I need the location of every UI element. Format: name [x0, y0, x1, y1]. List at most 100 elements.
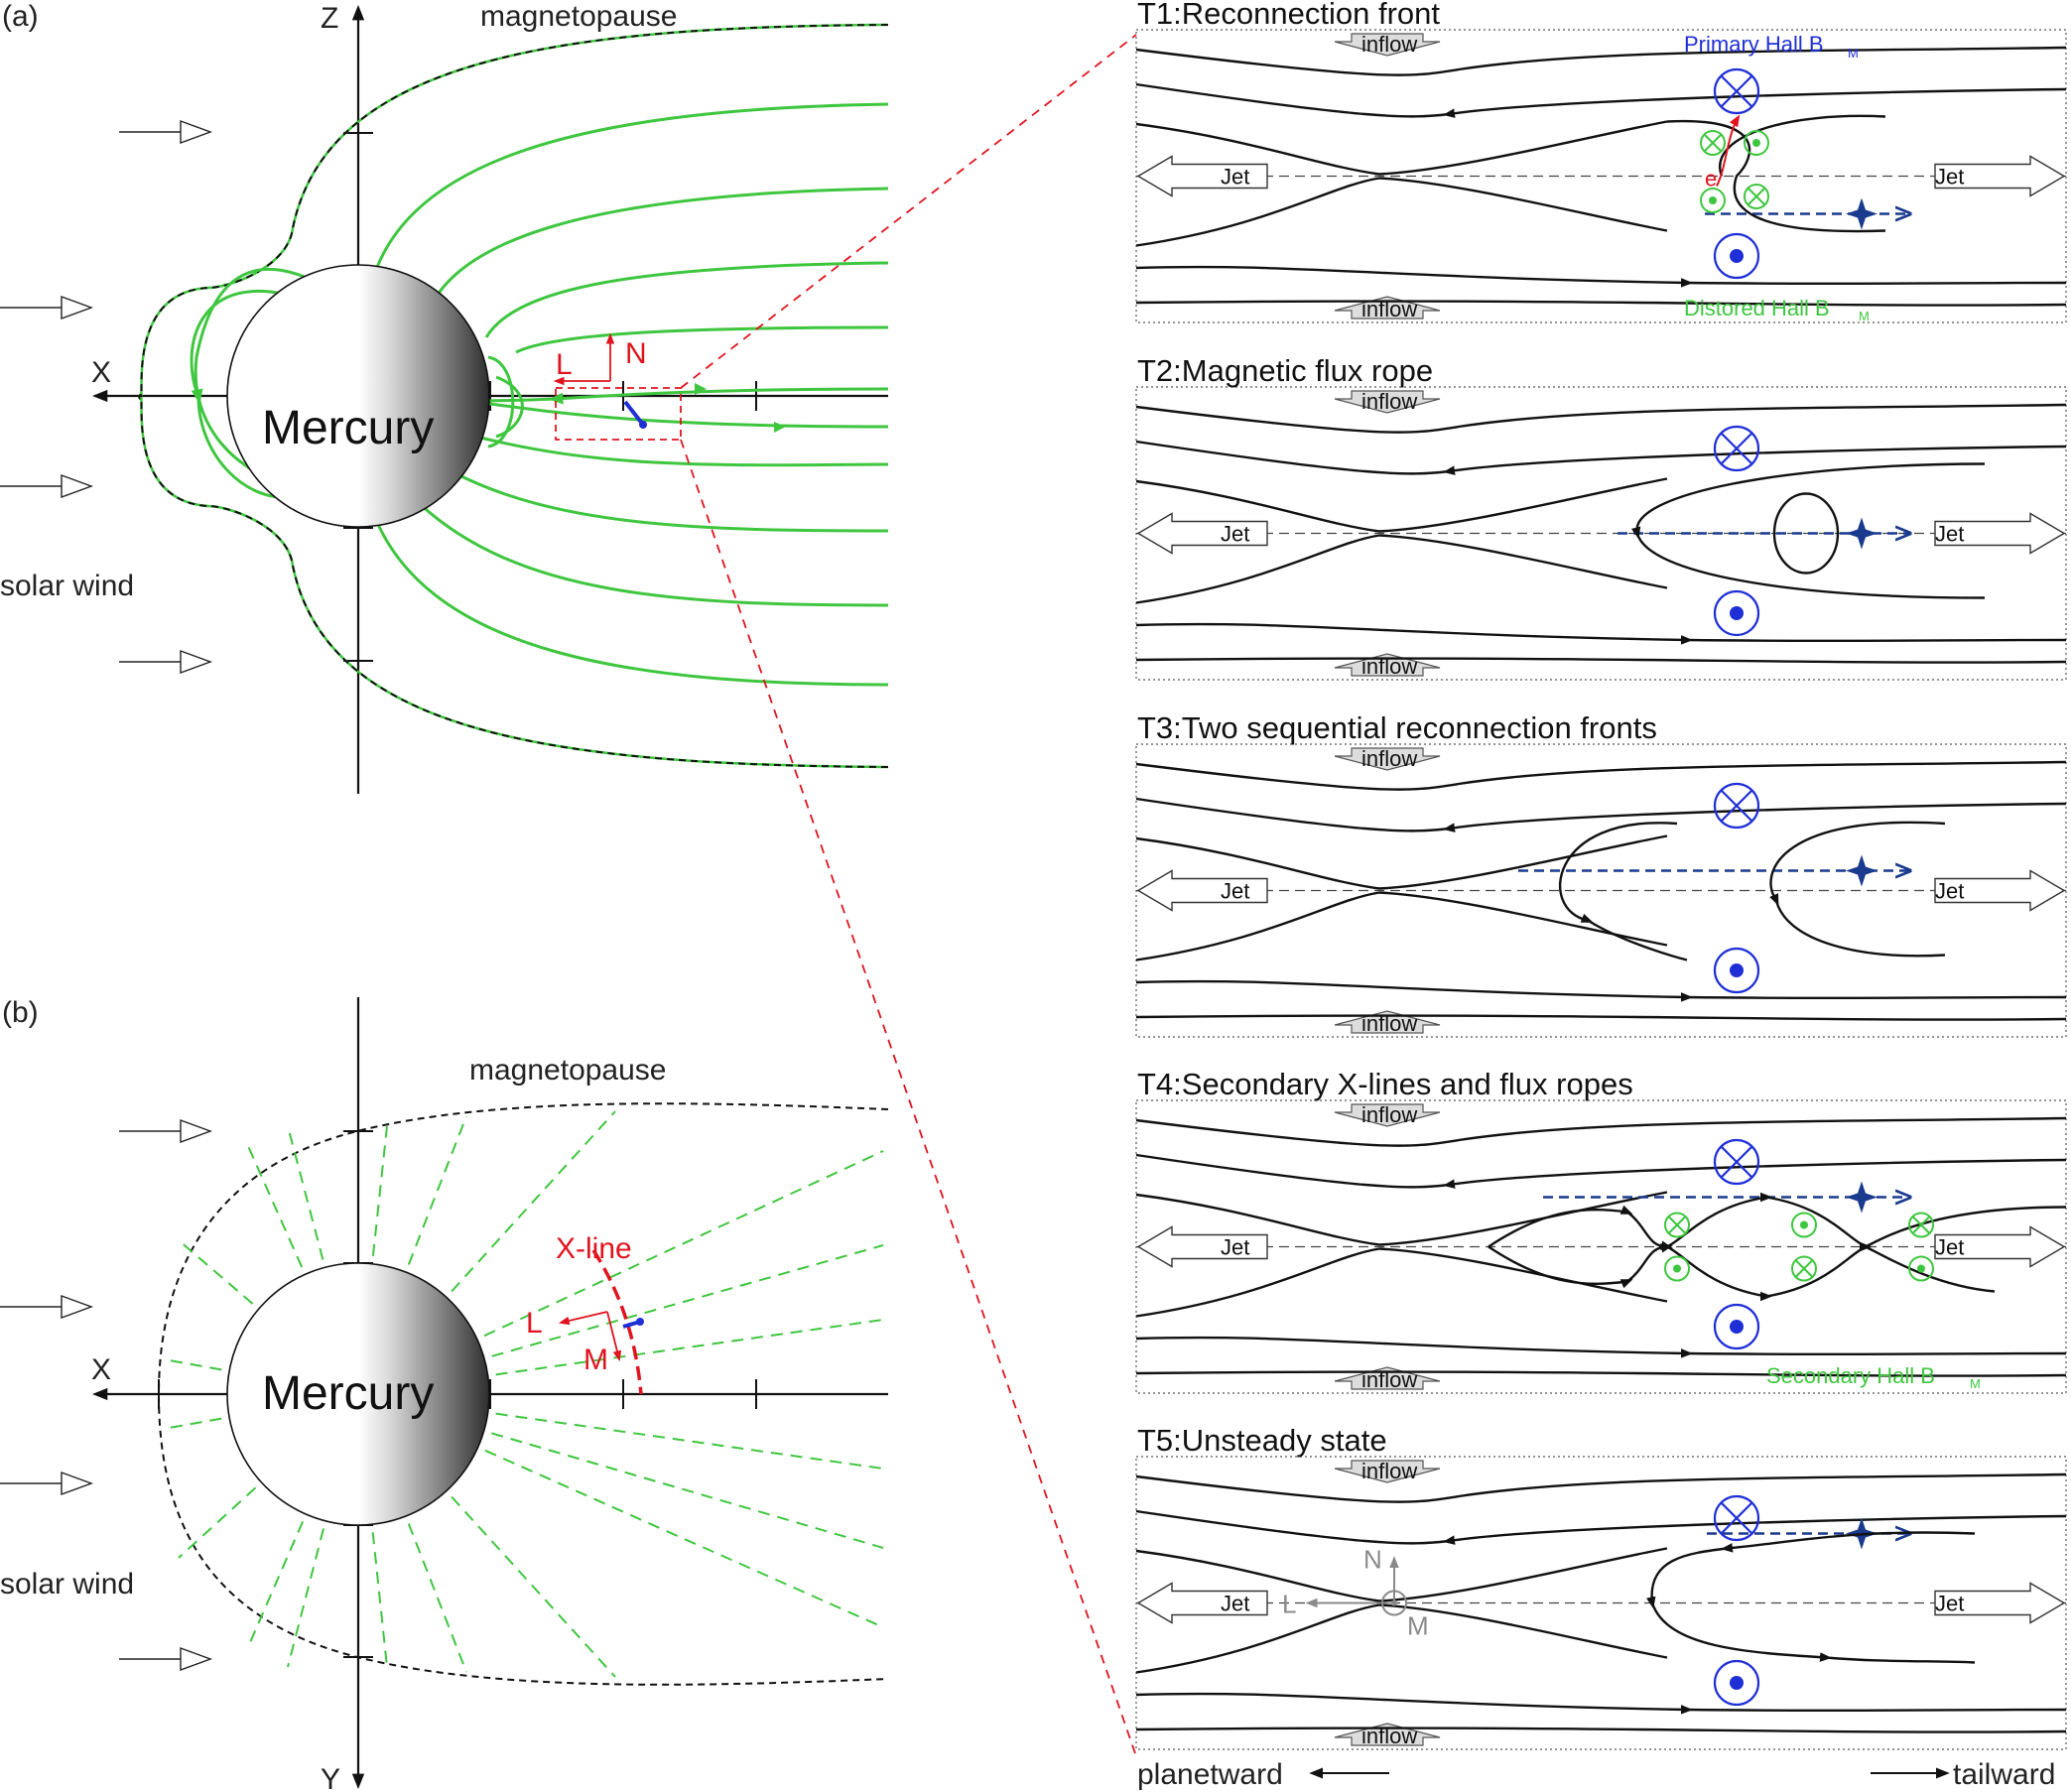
field-line	[1378, 477, 1668, 533]
jet-tailward	[1934, 155, 2066, 197]
jet-tailward	[1934, 1582, 2066, 1624]
field-line	[1135, 979, 2067, 1002]
stage-panel-3: T3:Two sequential reconnection frontsJet…	[1135, 710, 2067, 1038]
hall-bm-into-page-icon	[1713, 67, 1760, 115]
field-line	[1135, 1116, 2067, 1147]
solar-wind-label-a: solar wind	[0, 570, 134, 602]
inflow-bottom	[1334, 1366, 1441, 1390]
jet-label-left: Jet	[1221, 522, 1249, 547]
secondary-upper	[1488, 1192, 2067, 1253]
mercury-planet-a	[226, 264, 490, 528]
field-line	[1378, 120, 1668, 176]
field-line	[1135, 622, 2067, 645]
spacecraft-icon	[1846, 1181, 1877, 1214]
jet-tailward	[1934, 869, 2066, 912]
hall-bm-out-of-page-icon	[1713, 947, 1760, 994]
stage-title: T2:Magnetic flux rope	[1137, 353, 1433, 388]
jet-planetward	[1136, 869, 1268, 912]
inflow-label-top: inflow	[1361, 32, 1417, 57]
field-line	[1135, 1472, 2067, 1503]
hall-bm-out-of-page-icon	[1713, 1303, 1760, 1350]
field-line	[1135, 1603, 1380, 1674]
field-lines-a	[190, 102, 889, 687]
jet-label-left: Jet	[1221, 1592, 1249, 1616]
field-line	[1135, 1247, 1380, 1318]
solar-wind-label-b: solar wind	[0, 1568, 134, 1600]
field-line	[1135, 1014, 2067, 1021]
field-line	[1719, 114, 1886, 177]
field-line	[1378, 177, 1668, 232]
inflow-label-top: inflow	[1361, 389, 1417, 414]
field-line	[1135, 1193, 1380, 1246]
distorted-hall-out-icon-2	[1700, 188, 1726, 213]
field-line	[1135, 1692, 2067, 1715]
unsteady-front	[1646, 1531, 1976, 1664]
x-line-label: X-line	[556, 1232, 632, 1265]
field-line	[1135, 479, 1380, 533]
magnetopause-a	[137, 23, 889, 769]
jet-planetward	[1136, 1582, 1268, 1624]
hall-bm-into-page-icon	[1713, 425, 1760, 472]
field-line	[1135, 1370, 2067, 1377]
field-line	[1378, 1603, 1668, 1659]
field-line	[1135, 657, 2067, 664]
secondary-hall-label: Secondary Hall B	[1766, 1363, 1935, 1388]
frame-m-b: M	[583, 1344, 608, 1376]
axis-z-label: Z	[321, 2, 338, 35]
jet-tailward	[1934, 512, 2066, 555]
field-line	[1378, 1547, 1668, 1602]
inflow-label-top: inflow	[1361, 1459, 1417, 1483]
field-line	[1135, 836, 1380, 890]
jet-tailward	[1934, 1225, 2066, 1268]
hall-bm-out-of-page-icon	[1713, 589, 1760, 637]
field-line	[1135, 1153, 2067, 1189]
planetward-label: planetward	[1137, 1758, 1283, 1791]
tailward-label: tailward	[1953, 1758, 2055, 1791]
primary-hall-sub: M	[1848, 46, 1859, 61]
secondary-hall-sub: M	[1970, 1376, 1981, 1391]
inflow-label-top: inflow	[1361, 746, 1417, 771]
field-line	[1135, 122, 1380, 176]
inflow-label-top: inflow	[1361, 1102, 1417, 1127]
field-line	[1135, 1549, 1380, 1602]
secondary-lower	[1488, 1240, 1996, 1302]
distorted-hall-sub: M	[1859, 309, 1870, 323]
front-2	[1769, 821, 1946, 958]
lmn-frame: NLM	[1282, 1545, 1429, 1641]
inflow-top	[1334, 33, 1441, 57]
x-line-curve	[591, 1249, 643, 1395]
inflow-bottom	[1334, 1010, 1441, 1034]
hall-bm-out-of-page-icon	[1713, 1659, 1760, 1707]
field-line	[1135, 265, 2067, 288]
panel-b-tag: (b)	[2, 996, 39, 1029]
primary-hall-label: Primary Hall B	[1684, 32, 1824, 57]
frame-n-label: N	[1363, 1545, 1382, 1575]
spacecraft-a	[623, 400, 645, 427]
field-line	[1135, 534, 1380, 604]
secondary-hall-icon	[1664, 1212, 1690, 1238]
field-line	[1135, 403, 2067, 434]
field-line	[1135, 46, 2067, 76]
field-line	[1135, 1509, 2067, 1545]
stage-title: T1:Reconnection front	[1137, 0, 1440, 31]
jet-label-right: Jet	[1935, 1592, 1964, 1616]
field-line	[1135, 797, 2067, 832]
spacecraft-icon	[1846, 197, 1877, 230]
inflow-top	[1334, 390, 1441, 414]
distorted-hall-into-icon-2	[1744, 184, 1769, 209]
field-line	[1135, 891, 1380, 961]
magnetopause-b-label: magnetopause	[469, 1054, 667, 1087]
hall-bm-into-page-icon	[1713, 1138, 1760, 1186]
field-line	[1378, 891, 1668, 947]
mercury-label-b: Mercury	[262, 1367, 434, 1420]
jet-label-right: Jet	[1935, 1235, 1964, 1260]
front-1	[1558, 822, 1688, 961]
secondary-hall-icon	[1664, 1255, 1690, 1282]
hall-bm-out-of-page-icon	[1713, 232, 1760, 280]
inflow-bottom	[1334, 1723, 1441, 1746]
distorted-hall-into-icon	[1700, 130, 1726, 156]
